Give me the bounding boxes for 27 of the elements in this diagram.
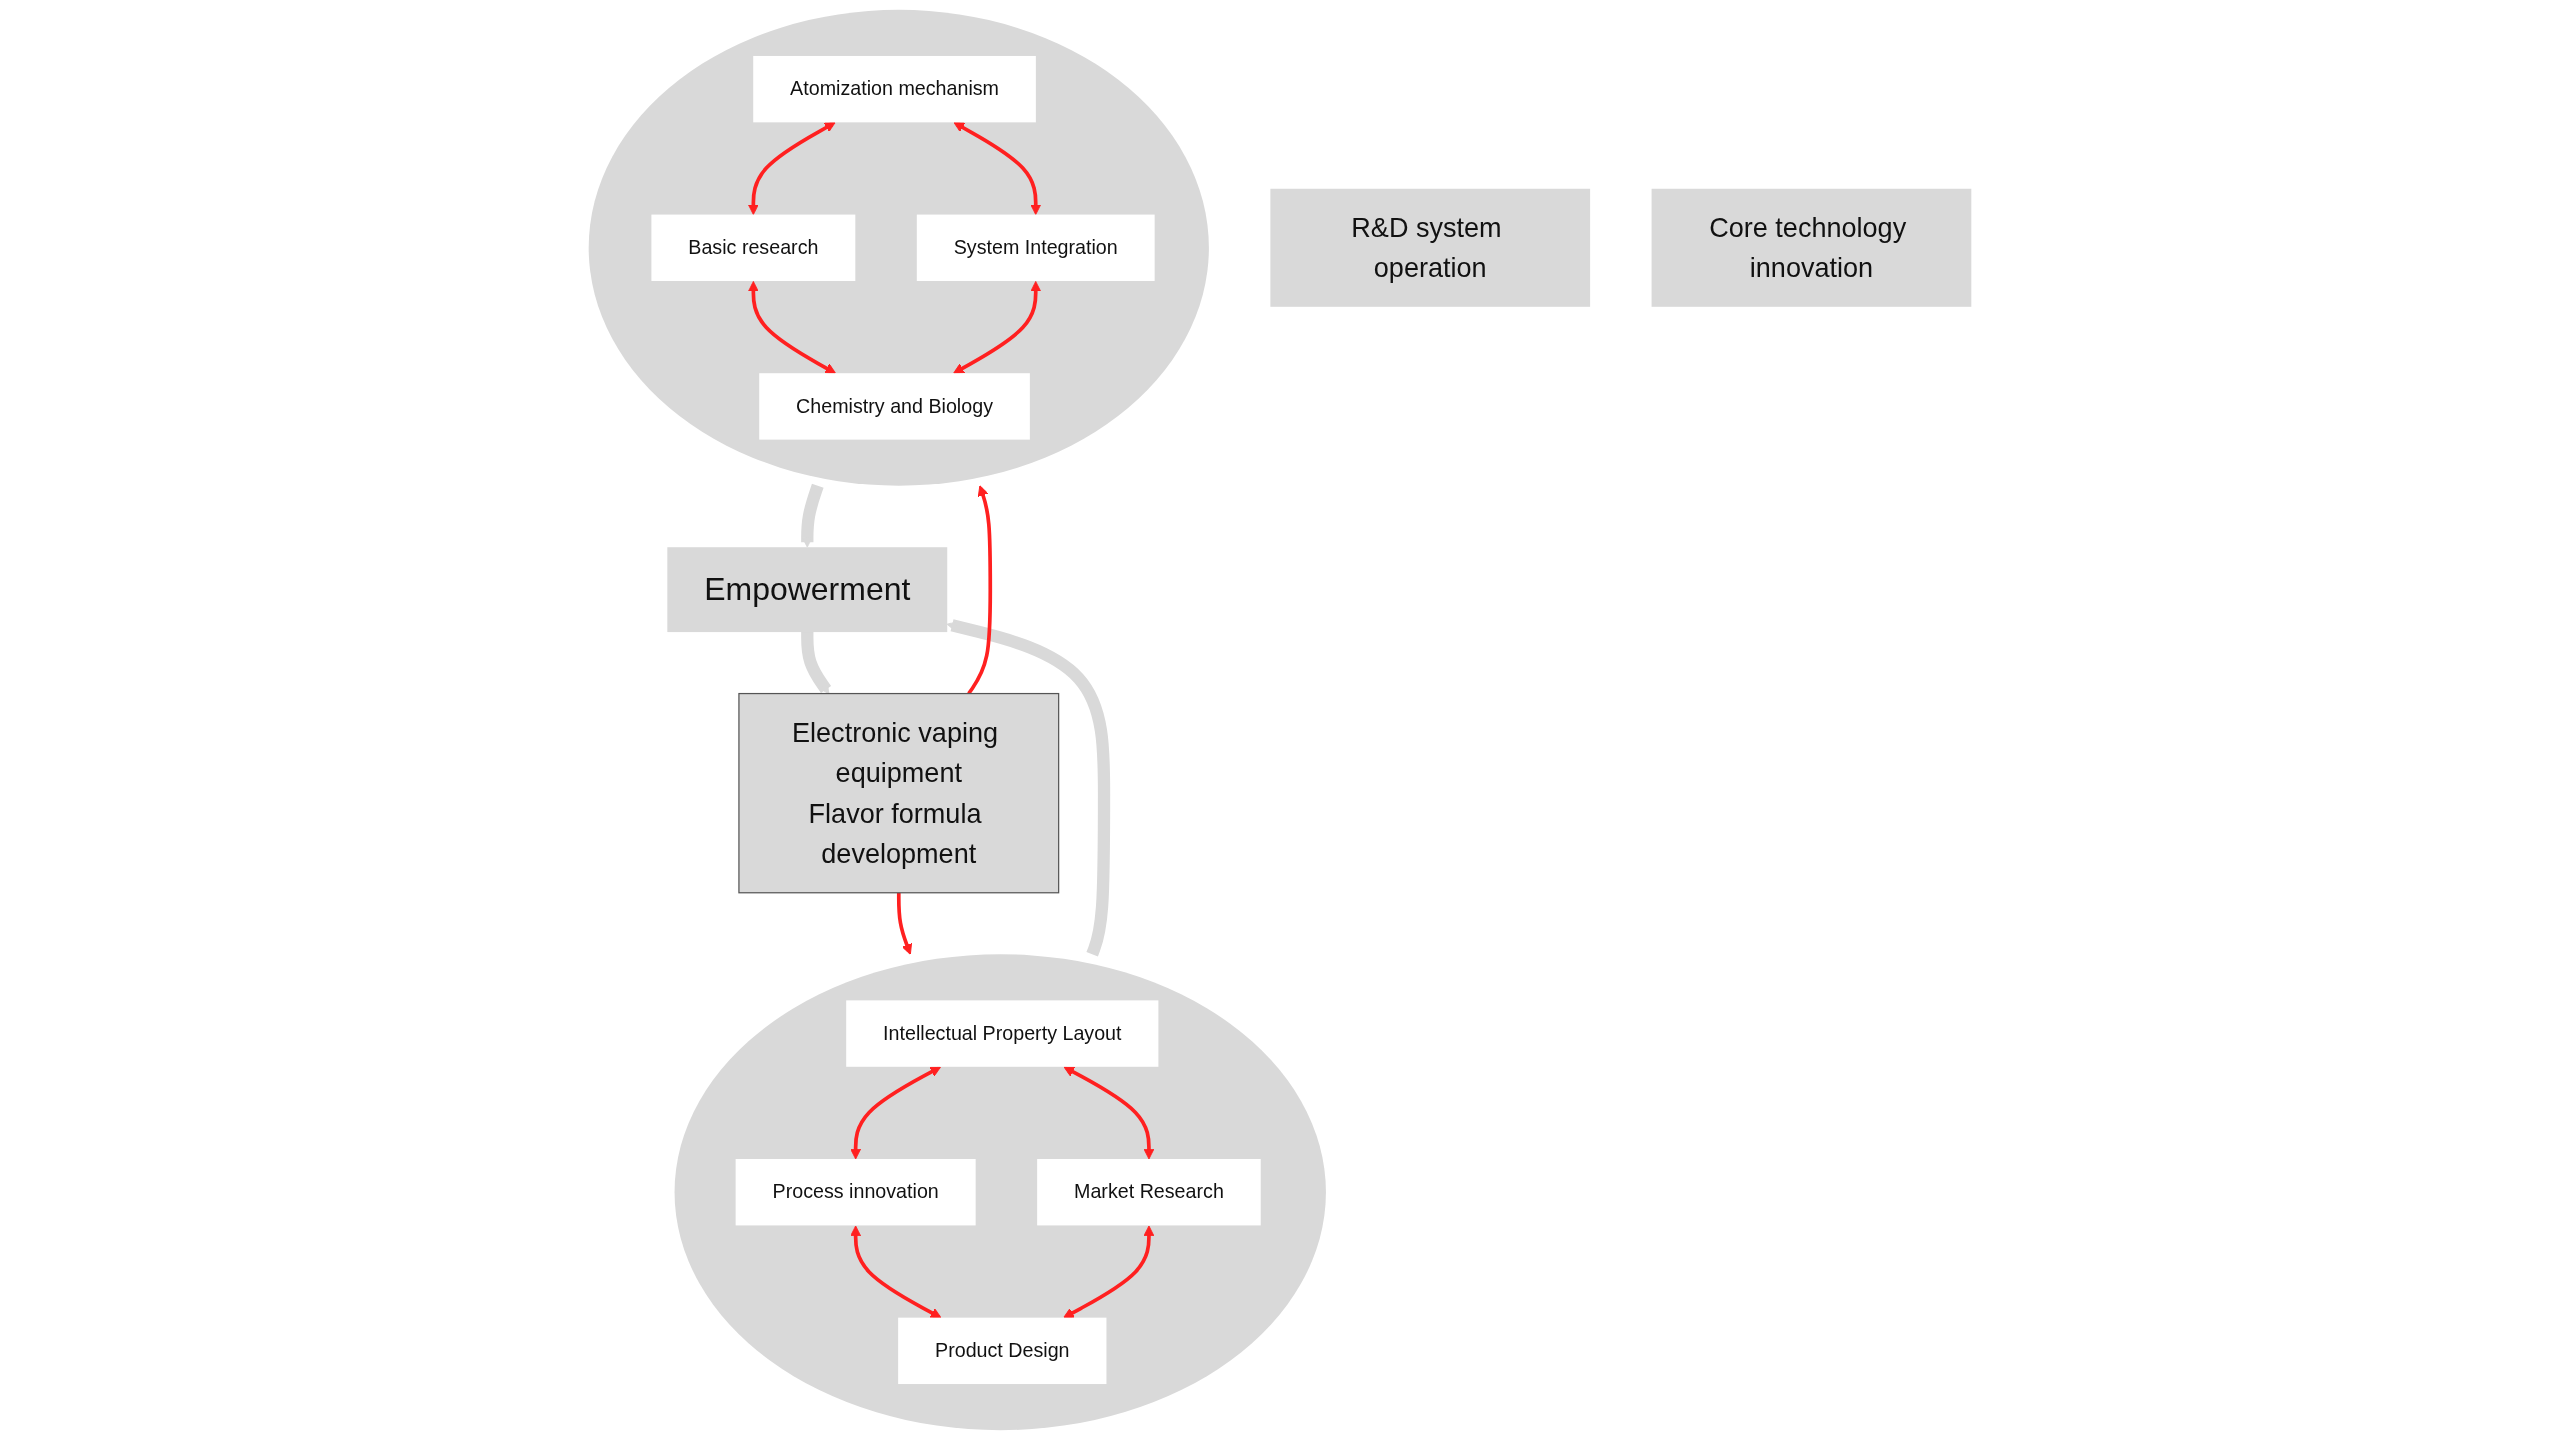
node-box: Core technology innovation bbox=[1651, 188, 1972, 307]
arrow bbox=[1063, 1225, 1155, 1319]
arrow bbox=[1063, 1066, 1155, 1160]
arrow bbox=[967, 485, 993, 695]
arrow bbox=[850, 1066, 941, 1160]
arrow bbox=[946, 619, 1111, 957]
arrow bbox=[953, 122, 1042, 216]
arrow bbox=[801, 631, 832, 695]
arrow bbox=[747, 122, 836, 216]
cluster bbox=[674, 954, 1326, 1431]
arrow bbox=[850, 1225, 942, 1319]
arrow bbox=[953, 281, 1042, 374]
node-box: System Integration bbox=[916, 214, 1155, 281]
node-box: Product Design bbox=[898, 1317, 1107, 1385]
node-box: Chemistry and Biology bbox=[759, 373, 1030, 440]
node-box: Electronic vaping equipment Flavor formula development bbox=[738, 692, 1060, 894]
node-box: Process innovation bbox=[735, 1159, 976, 1226]
node-box: Market Research bbox=[1037, 1159, 1261, 1226]
node-box: Empowerment bbox=[667, 547, 948, 633]
node-box: Atomization mechanism bbox=[753, 55, 1036, 123]
cluster bbox=[588, 9, 1209, 486]
arrow bbox=[801, 483, 824, 548]
node-box: R&D system operation bbox=[1270, 188, 1591, 307]
arrow bbox=[896, 892, 912, 955]
node-box: Intellectual Property Layout bbox=[846, 1000, 1159, 1067]
node-box: Basic research bbox=[651, 214, 856, 281]
arrow bbox=[747, 281, 836, 374]
